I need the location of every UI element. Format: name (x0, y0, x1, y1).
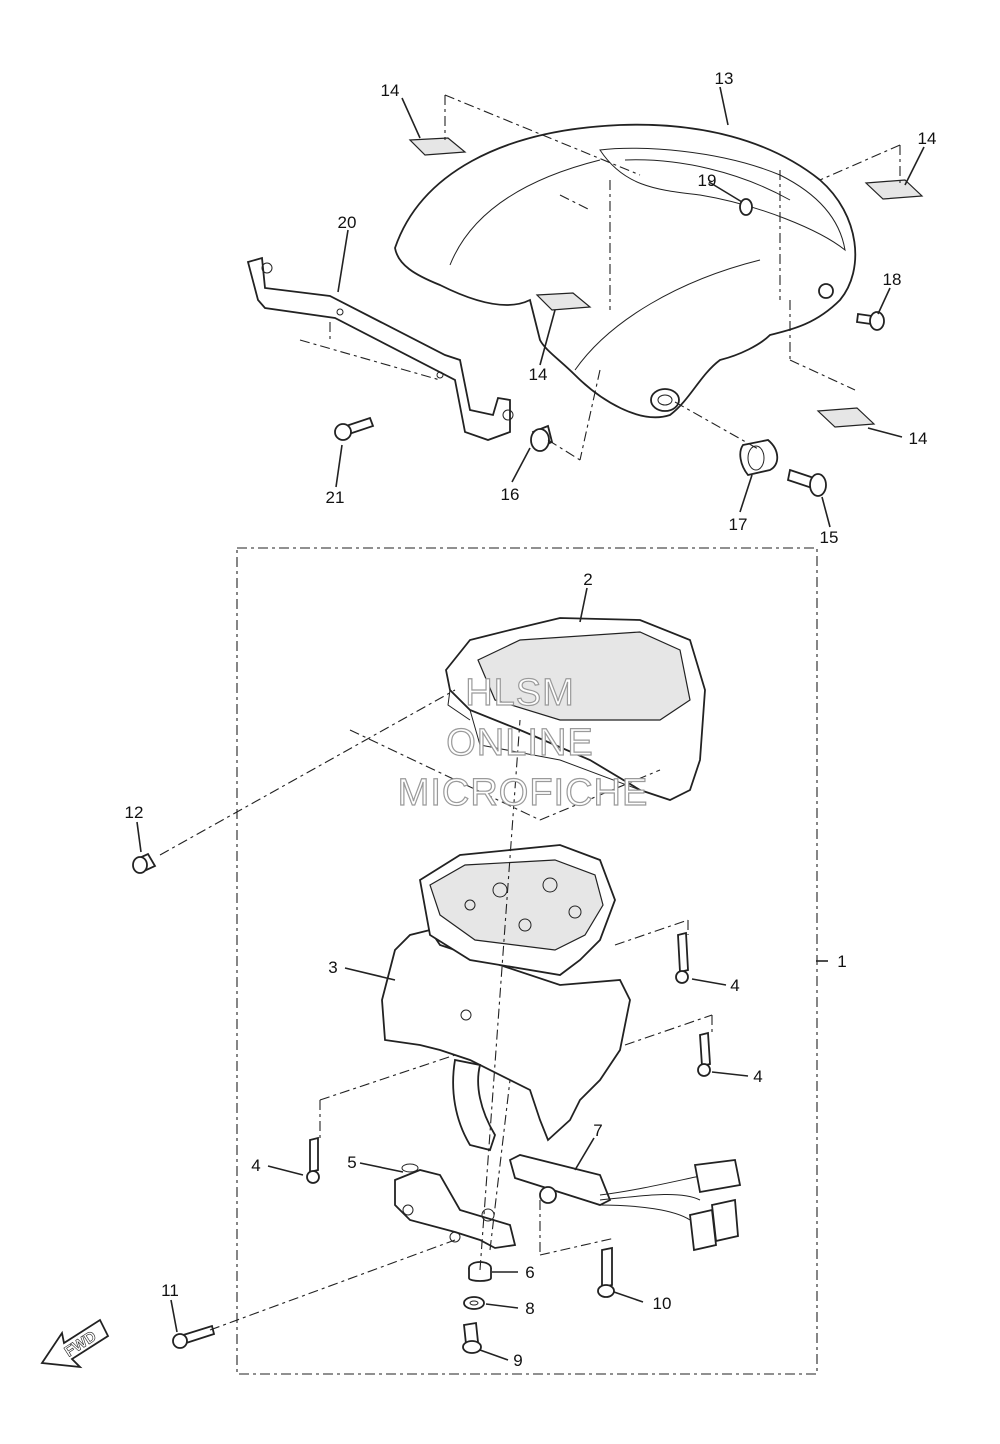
screw-18 (855, 311, 885, 331)
damper-pad-middle (535, 292, 592, 311)
callout-17: 17 (729, 515, 748, 534)
callout-19: 19 (698, 171, 717, 190)
bolt-9 (462, 1321, 482, 1354)
grommet-17 (739, 439, 779, 477)
callout-16: 16 (501, 485, 520, 504)
watermark-line2: ONLINE (446, 722, 593, 764)
wire-harness (508, 1154, 742, 1252)
watermark: HLSM ONLINE MICROFICHE (397, 671, 649, 814)
bracket (246, 256, 514, 441)
screw-4-b (697, 1031, 711, 1077)
callout-3: 3 (328, 958, 337, 977)
damper-pad-top-right (864, 179, 924, 200)
callout-1: 1 (837, 952, 846, 971)
callout-14-top-left: 14 (381, 81, 400, 100)
callout-2: 2 (583, 570, 592, 589)
callout-8: 8 (525, 1299, 534, 1318)
callout-11: 11 (161, 1281, 179, 1300)
callout-labels: 14 13 14 19 20 18 14 14 21 16 17 15 2 12… (125, 69, 937, 1370)
callout-4-c: 4 (251, 1156, 260, 1175)
callout-20: 20 (338, 213, 357, 232)
watermark-line1: HLSM (465, 672, 575, 714)
meter-cover (394, 123, 857, 419)
callout-7: 7 (593, 1121, 602, 1140)
meter-bracket (394, 1163, 517, 1249)
callout-13: 13 (715, 69, 734, 88)
damper-pad-top-left (408, 137, 467, 156)
callout-18: 18 (883, 270, 902, 289)
forward-direction-arrow: FWD (40, 1318, 110, 1369)
callout-10: 10 (653, 1294, 672, 1313)
damper-pad-bottom-right (816, 407, 876, 428)
callout-14-middle: 14 (529, 365, 548, 384)
screw-4-a (675, 931, 689, 984)
meter-lens (445, 617, 706, 801)
callout-6: 6 (525, 1263, 534, 1282)
screw-4-c (306, 1136, 320, 1184)
cap-12 (132, 852, 157, 874)
washer-8 (463, 1296, 485, 1310)
meter-body (381, 844, 631, 1152)
bolt-11 (172, 1324, 216, 1349)
callout-14-top-right: 14 (918, 129, 937, 148)
screw-15 (786, 468, 827, 497)
callout-12: 12 (125, 803, 144, 822)
callout-15: 15 (820, 528, 839, 547)
bolt-21 (334, 416, 375, 441)
callout-4-b: 4 (753, 1067, 762, 1086)
watermark-line3: MICROFICHE (398, 772, 649, 814)
callout-14-bottom-right: 14 (909, 429, 928, 448)
callout-5: 5 (347, 1153, 356, 1172)
callout-21: 21 (326, 488, 345, 507)
callout-4-a: 4 (730, 976, 739, 995)
collar-16 (530, 424, 554, 452)
callout-9: 9 (513, 1351, 522, 1370)
bolt-10 (597, 1246, 615, 1298)
